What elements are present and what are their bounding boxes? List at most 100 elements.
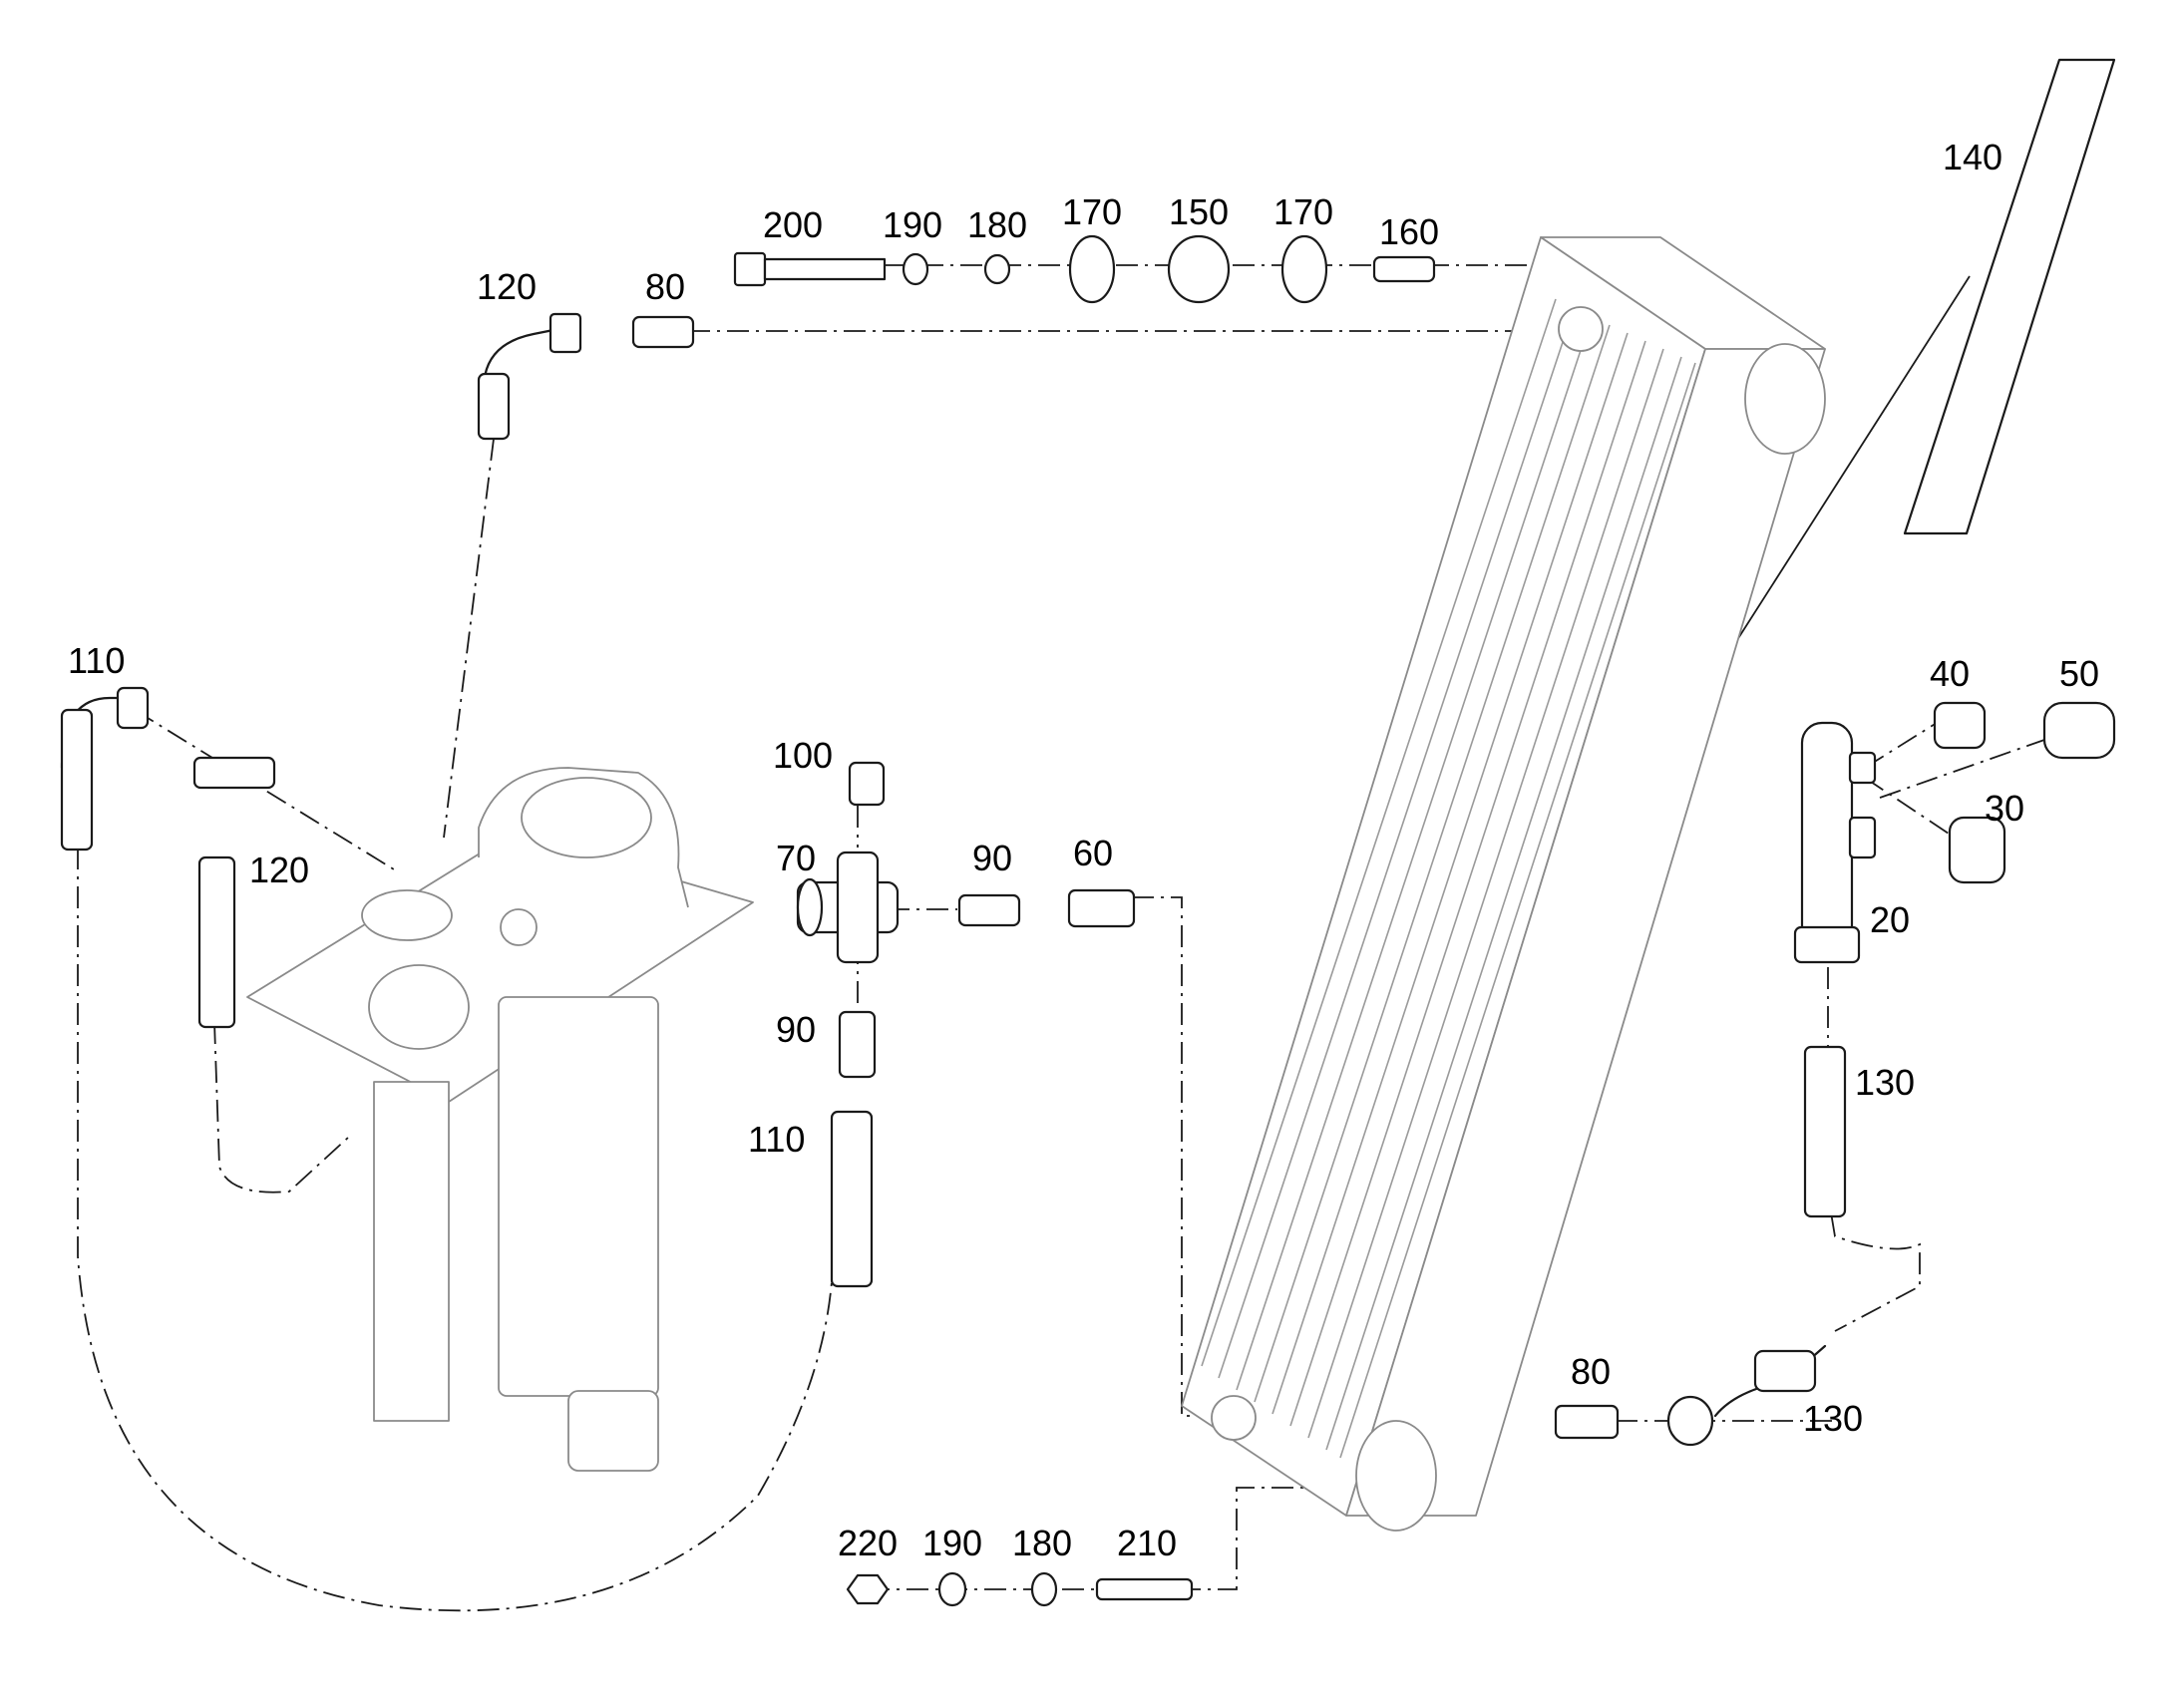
bolt-200-head bbox=[733, 251, 767, 287]
hose-130-ferrule bbox=[1753, 1349, 1817, 1393]
bolt-200-shank bbox=[763, 257, 887, 281]
hose-120-nut bbox=[548, 312, 582, 354]
leader-20-40 bbox=[1864, 717, 1946, 769]
elbow-50 bbox=[2042, 701, 2116, 760]
callout-150: 150 bbox=[1169, 191, 1229, 232]
leader-20-30 bbox=[1864, 777, 1956, 839]
filter-assembly bbox=[246, 767, 754, 1472]
callout-180-top: 180 bbox=[967, 204, 1027, 245]
callout-80-bottom: 80 bbox=[1571, 1351, 1611, 1392]
hose-110-nut bbox=[116, 686, 150, 730]
callout-180-bottom: 180 bbox=[1012, 1523, 1072, 1563]
elbow-40 bbox=[1933, 701, 1987, 750]
strip-140 bbox=[1903, 58, 2116, 535]
filter-port bbox=[500, 908, 538, 946]
plug-100 bbox=[848, 761, 886, 807]
callout-40: 40 bbox=[1930, 653, 1970, 694]
callout-140: 140 bbox=[1943, 137, 2002, 177]
callout-90-right: 90 bbox=[972, 838, 1012, 878]
cross-fitting-70 bbox=[796, 851, 900, 964]
callout-90-down: 90 bbox=[776, 1009, 816, 1050]
washer-190-top bbox=[902, 252, 929, 286]
fitting-90-right bbox=[957, 893, 1021, 927]
callout-170-a: 170 bbox=[1062, 191, 1122, 232]
filter-bottom-cap bbox=[567, 1390, 659, 1472]
callout-20: 20 bbox=[1870, 899, 1910, 940]
callout-190-top: 190 bbox=[883, 204, 942, 245]
valve-20-body bbox=[1800, 721, 1854, 949]
callout-labels: 200 190 180 170 150 170 160 140 120 80 1… bbox=[68, 137, 2099, 1563]
fitting-90-down bbox=[838, 1010, 877, 1079]
bush-170-b bbox=[1280, 234, 1328, 304]
cross-70-branch bbox=[836, 851, 880, 964]
bush-170-a bbox=[1068, 234, 1116, 304]
hose-120-top bbox=[477, 312, 582, 441]
oil-cooler bbox=[1181, 236, 1826, 1532]
callout-210: 210 bbox=[1117, 1523, 1177, 1563]
filter-cover bbox=[521, 777, 652, 858]
callout-50: 50 bbox=[2059, 653, 2099, 694]
cooler-fins bbox=[1201, 298, 1696, 1459]
spacer-150 bbox=[1167, 234, 1231, 304]
elbow-30 bbox=[1948, 816, 2006, 884]
hose-110-right bbox=[830, 1110, 874, 1288]
callout-80-top: 80 bbox=[645, 266, 685, 307]
hose-110-left bbox=[60, 686, 150, 852]
stud-210 bbox=[1095, 1577, 1194, 1601]
filter-tube-left bbox=[373, 1081, 450, 1422]
valve-20-nut bbox=[1793, 925, 1861, 964]
callout-200: 200 bbox=[763, 204, 823, 245]
cooler-top-tank bbox=[1744, 343, 1826, 455]
hose-130-nut bbox=[1666, 1395, 1714, 1447]
cooler-bottom-tank bbox=[1355, 1420, 1437, 1532]
hose-130-bottom bbox=[1666, 1344, 1827, 1447]
fitting-80-top bbox=[631, 315, 695, 349]
tee-fitting bbox=[192, 756, 276, 790]
washer-190-bottom bbox=[937, 1571, 967, 1607]
bolt-stack-bottom bbox=[846, 1571, 1194, 1607]
leader-30-50 bbox=[1879, 732, 2065, 799]
hose-130-vertical bbox=[1803, 1045, 1847, 1218]
washer-180-bottom bbox=[1030, 1571, 1058, 1607]
nut-220 bbox=[846, 1573, 890, 1605]
cross-70-port bbox=[796, 877, 824, 937]
hose-110-left-body bbox=[60, 708, 94, 852]
leader-110-tee bbox=[134, 709, 395, 870]
valve-20-side bbox=[1848, 816, 1877, 859]
callout-160: 160 bbox=[1379, 211, 1439, 252]
valve-20 bbox=[1793, 721, 1877, 964]
valve-20-port bbox=[1848, 751, 1877, 785]
leader-110-loop bbox=[77, 848, 834, 1612]
callout-190-bottom: 190 bbox=[922, 1523, 982, 1563]
cooler-bottom-port bbox=[1211, 1395, 1257, 1441]
hose-120-ferrule bbox=[477, 372, 511, 441]
hose-120-left bbox=[197, 855, 236, 1029]
callout-70: 70 bbox=[776, 838, 816, 878]
callout-30: 30 bbox=[1985, 788, 2024, 829]
callout-120-left: 120 bbox=[249, 850, 309, 890]
leader-60-down bbox=[1132, 896, 1212, 1417]
bolt-stack-top bbox=[733, 234, 1436, 304]
leader-120-hose bbox=[213, 1021, 350, 1194]
leader-130-hose bbox=[1824, 1176, 1921, 1332]
callout-100: 100 bbox=[773, 735, 833, 776]
sleeve-160 bbox=[1372, 255, 1436, 283]
fitting-80-bottom bbox=[1554, 1404, 1620, 1440]
cooler-top-port bbox=[1558, 306, 1604, 352]
callout-130-vertical: 130 bbox=[1855, 1062, 1915, 1103]
callout-110-left: 110 bbox=[68, 640, 125, 681]
callout-110-right: 110 bbox=[748, 1119, 805, 1160]
filter-base-plate bbox=[246, 832, 754, 1103]
callout-170-b: 170 bbox=[1273, 191, 1333, 232]
callout-130-bottom: 130 bbox=[1803, 1398, 1863, 1439]
washer-180-top bbox=[983, 253, 1011, 285]
filter-round-cap bbox=[368, 964, 470, 1050]
fitting-60 bbox=[1067, 888, 1136, 928]
callout-120-top: 120 bbox=[477, 266, 537, 307]
filter-canister bbox=[498, 996, 659, 1397]
leader-120-down bbox=[443, 438, 495, 839]
callout-60: 60 bbox=[1073, 833, 1113, 873]
filter-dipstick-cap bbox=[361, 889, 453, 941]
